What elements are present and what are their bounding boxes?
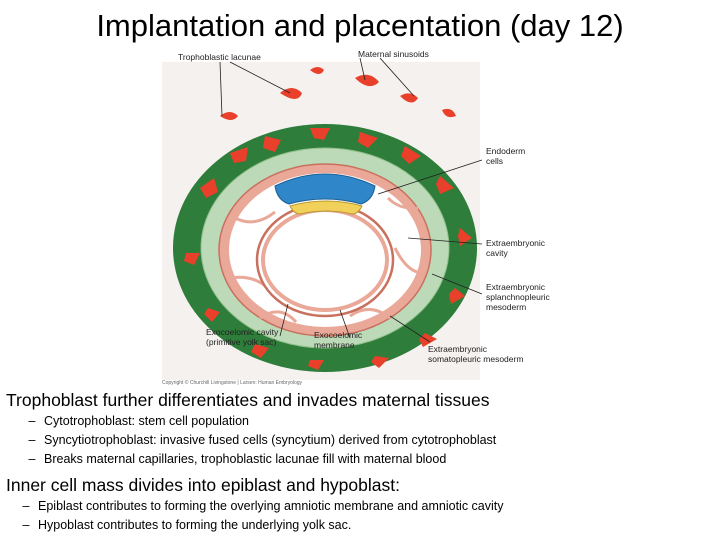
dash-marker: – (22, 499, 30, 513)
sub-bullet-cytotrophoblast: –Cytotrophoblast: stem cell population (6, 412, 714, 431)
sub-bullet-text: Breaks maternal capillaries, trophoblast… (44, 452, 447, 466)
label-splanchnopleuric-3: mesoderm (486, 302, 526, 312)
label-exocoelomic-membrane-2: membrane (314, 340, 355, 350)
label-splanchnopleuric-1: Extraembryonic (486, 282, 546, 292)
figure-copyright: Copyright © Churchill Livingstone | Lars… (162, 379, 303, 386)
sub-bullet-text: Cytotrophoblast: stem cell population (44, 414, 249, 428)
sub-bullet-syncytiotrophoblast: –Syncytiotrophoblast: invasive fused cel… (6, 431, 714, 450)
label-extraembryonic-cavity-2: cavity (486, 248, 508, 258)
label-extraembryonic-cavity-1: Extraembryonic (486, 238, 546, 248)
sub-bullet-hypoblast: –Hypoblast contributes to forming the un… (6, 516, 714, 535)
slide-title: Implantation and placentation (day 12) (96, 8, 624, 43)
trophoblastic-lacunae (184, 128, 472, 370)
label-maternal-sinusoids: Maternal sinusoids (358, 49, 429, 59)
sub-list-trophoblast: –Cytotrophoblast: stem cell population –… (6, 412, 714, 469)
sub-bullet-text: Epiblast contributes to forming the over… (38, 499, 504, 513)
dash-marker: – (22, 518, 30, 532)
dash-marker: – (28, 433, 36, 447)
label-somatopleuric-2: somatopleuric mesoderm (428, 354, 523, 364)
label-exocoelomic-cavity-1: Exocoelomic cavity (206, 327, 279, 337)
sub-bullet-epiblast: –Epiblast contributes to forming the ove… (6, 497, 714, 516)
hypoblast (289, 200, 363, 215)
label-trophoblastic-lacunae: Trophoblastic lacunae (178, 52, 261, 62)
label-somatopleuric-1: Extraembryonic (428, 344, 488, 354)
bullet-inner-cell-mass: Inner cell mass divides into epiblast an… (6, 475, 400, 495)
bullet-trophoblast: Trophoblast further differentiates and i… (6, 390, 490, 410)
implantation-diagram: Trophoblastic lacunae Maternal sinusoids… (160, 48, 550, 386)
label-exocoelomic-cavity-2: (primitive yolk sac) (206, 337, 277, 347)
sub-bullet-maternal-capillaries: –Breaks maternal capillaries, trophoblas… (6, 450, 714, 469)
leader-lines (219, 57, 483, 343)
epiblast (274, 173, 376, 205)
label-endoderm-cells-1: Endoderm (486, 146, 525, 156)
implantation-diagram-svg: Trophoblastic lacunae Maternal sinusoids… (162, 49, 550, 386)
primitive-yolk-sac (255, 202, 395, 318)
sub-bullet-text: Syncytiotrophoblast: invasive fused cell… (44, 433, 497, 447)
sub-list-inner-cell-mass: –Epiblast contributes to forming the ove… (6, 497, 714, 535)
label-endoderm-cells-2: cells (486, 156, 503, 166)
dash-marker: – (28, 414, 36, 428)
label-exocoelomic-membrane-1: Exocoelomic (314, 330, 363, 340)
maternal-sinusoids (220, 67, 456, 120)
bullet-list: Trophoblast further differentiates and i… (6, 388, 714, 539)
dash-marker: – (28, 452, 36, 466)
label-splanchnopleuric-2: splanchnopleuric (486, 292, 550, 302)
sub-bullet-text: Hypoblast contributes to forming the und… (38, 518, 352, 532)
